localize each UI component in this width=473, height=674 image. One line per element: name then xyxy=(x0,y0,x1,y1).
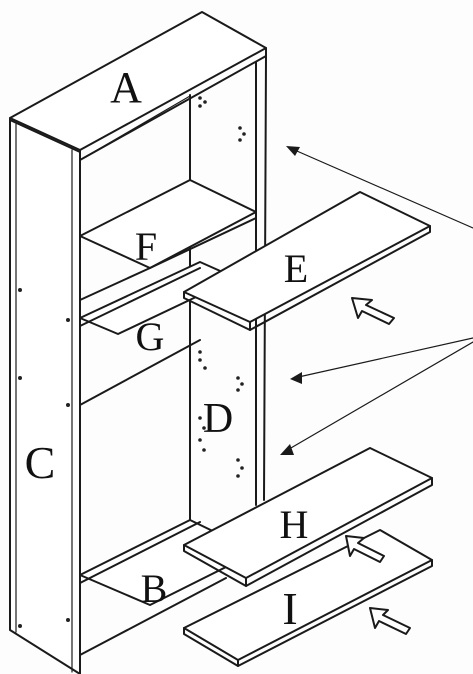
pointer-lines xyxy=(280,146,473,455)
label-a: A xyxy=(110,63,142,112)
side-panel-c xyxy=(9,119,81,674)
label-f: F xyxy=(135,224,157,269)
dowel-holes xyxy=(18,96,246,628)
arrowhead-top xyxy=(286,146,300,156)
pointer-line-middle xyxy=(293,337,473,379)
label-h: H xyxy=(280,502,309,547)
arrowhead-middle xyxy=(290,372,302,384)
label-d: D xyxy=(203,396,233,442)
insert-arrow-h xyxy=(345,535,385,563)
arrowhead-lower xyxy=(280,444,294,455)
insert-arrow-i xyxy=(369,607,411,635)
label-g: G xyxy=(136,314,165,359)
loose-shelf-h xyxy=(183,447,433,587)
label-c: C xyxy=(25,437,56,488)
pointer-line-top xyxy=(289,147,473,229)
interior-outline xyxy=(79,95,191,237)
loose-shelf-e xyxy=(183,191,431,331)
label-i: I xyxy=(282,583,297,634)
shelf-f xyxy=(79,179,257,301)
label-e: E xyxy=(284,246,308,291)
label-b: B xyxy=(141,566,168,611)
insert-arrow-e xyxy=(351,297,395,325)
loose-shelf-i xyxy=(183,529,433,667)
pointer-line-lower xyxy=(283,341,473,453)
